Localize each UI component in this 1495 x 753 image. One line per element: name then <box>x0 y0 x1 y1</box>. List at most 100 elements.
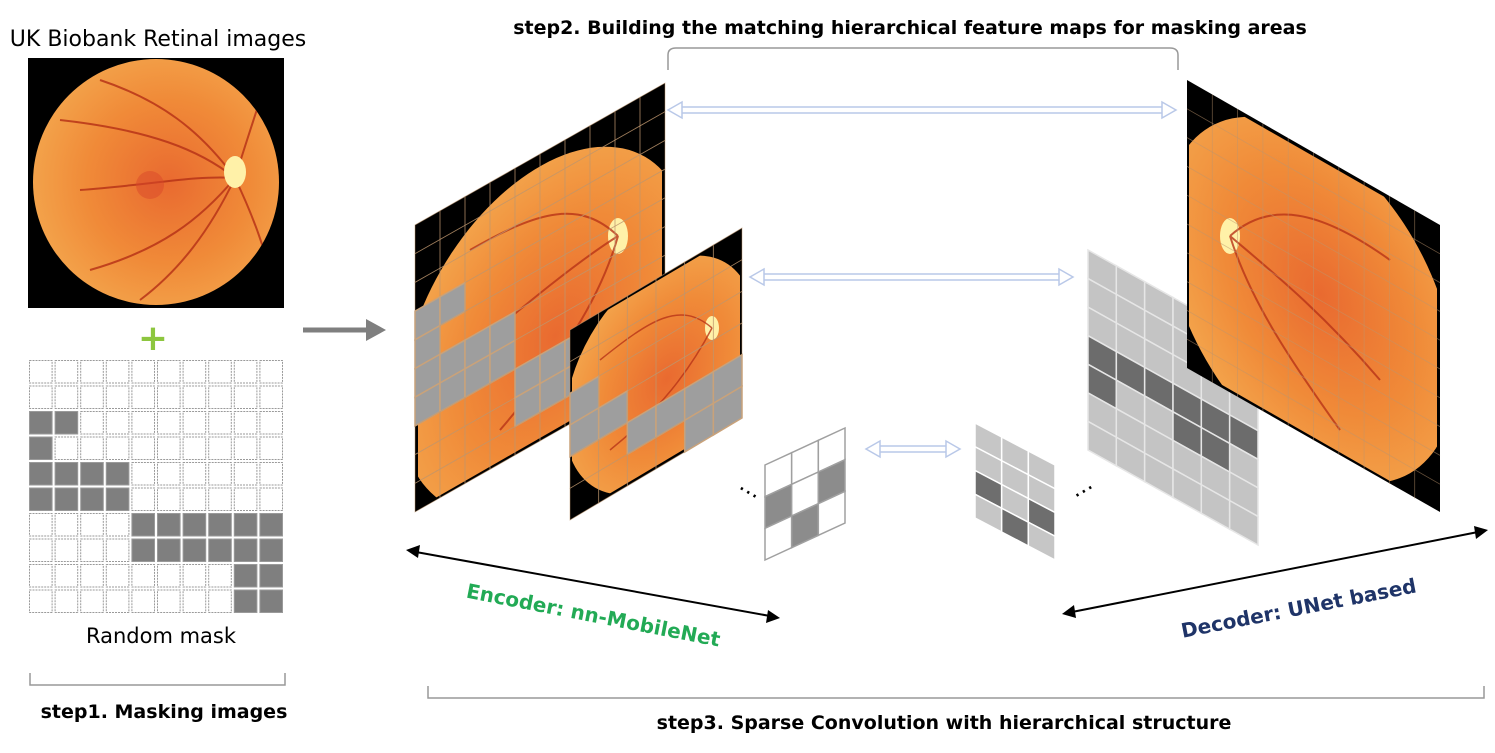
mask-cell-masked <box>131 538 155 562</box>
mask-cell-masked <box>54 487 79 511</box>
encoder-bottleneck-cell <box>817 490 846 537</box>
mask-cell <box>208 487 232 511</box>
ellipsis-left: … <box>735 472 767 505</box>
mask-cell <box>29 360 53 384</box>
mask-cell-masked <box>182 538 207 562</box>
double-arrow <box>864 439 962 459</box>
mask-cell <box>259 487 283 511</box>
mask-cell-masked <box>131 513 155 537</box>
mask-cell <box>208 411 232 435</box>
mask-cell <box>157 360 181 384</box>
mask-cell-masked <box>233 538 258 562</box>
mask-cell <box>157 436 181 460</box>
mask-cell-masked <box>29 487 53 511</box>
decoder-level1-feature-map <box>1186 80 1441 512</box>
mask-cell <box>208 385 232 409</box>
mask-cell <box>157 462 181 486</box>
encoder-label: Encoder: nn-MobileNet <box>464 579 722 652</box>
mask-cell <box>157 487 181 511</box>
mask-cell <box>54 564 79 588</box>
mask-cell <box>182 589 207 613</box>
decoder-grid-line <box>1186 223 1441 370</box>
mask-cell-masked <box>259 513 283 537</box>
step2-bracket <box>667 47 1179 70</box>
plus-sign: + <box>138 318 168 359</box>
mask-cell-masked <box>105 487 130 511</box>
mask-cell <box>29 538 53 562</box>
mask-cell <box>208 360 232 384</box>
mask-cell <box>131 385 155 409</box>
double-arrow <box>748 267 1075 287</box>
mask-cell <box>182 564 207 588</box>
decoder-bottleneck-cell <box>1027 521 1056 562</box>
mask-cell <box>29 385 53 409</box>
mask-cell <box>182 385 207 409</box>
mask-cell <box>80 385 104 409</box>
mask-cell <box>182 360 207 384</box>
mask-cell-masked <box>54 462 79 486</box>
mask-cell-masked <box>233 564 258 588</box>
ellipsis-right: … <box>1066 471 1098 504</box>
decoder-grid-line <box>1186 252 1441 399</box>
decoder-grid-line <box>1186 338 1441 485</box>
decoder-level2-cell <box>1228 499 1259 547</box>
mask-cell <box>54 538 79 562</box>
mask-cell <box>80 360 104 384</box>
mask-cell <box>233 360 258 384</box>
mask-cell <box>80 436 104 460</box>
mask-cell <box>29 589 53 613</box>
step2-label: step2. Building the matching hierarchica… <box>513 17 1307 39</box>
mask-cell <box>105 411 130 435</box>
mask-cell <box>131 564 155 588</box>
mask-cell <box>259 411 283 435</box>
mask-cell <box>131 462 155 486</box>
source-fundus-image <box>28 58 284 308</box>
mask-cell <box>233 462 258 486</box>
double-arrow <box>666 100 1178 120</box>
encoder-level2-cell <box>712 385 743 437</box>
mask-cell <box>157 564 181 588</box>
mask-cell-masked <box>208 538 232 562</box>
mask-cell <box>105 385 130 409</box>
mask-cell <box>259 385 283 409</box>
mask-cell <box>131 360 155 384</box>
step1-label: step1. Masking images <box>41 701 288 723</box>
mask-cell <box>54 360 79 384</box>
mask-cell <box>29 513 53 537</box>
random-mask-caption: Random mask <box>86 624 237 648</box>
mask-cell-masked <box>29 462 53 486</box>
mask-cell-masked <box>182 513 207 537</box>
retinal-images-title: UK Biobank Retinal images <box>10 27 306 52</box>
random-mask-grid <box>29 360 283 613</box>
mask-cell-masked <box>80 487 104 511</box>
mask-cell <box>157 385 181 409</box>
mask-cell <box>157 411 181 435</box>
mask-cell <box>259 360 283 384</box>
mask-cell <box>208 589 232 613</box>
mask-cell <box>105 436 130 460</box>
mask-cell <box>182 436 207 460</box>
mask-cell <box>131 436 155 460</box>
mask-cell-masked <box>233 589 258 613</box>
mask-cell-masked <box>54 411 79 435</box>
mask-cell <box>54 513 79 537</box>
step3-label: step3. Sparse Convolution with hierarchi… <box>657 712 1232 734</box>
step1-bracket <box>29 673 286 686</box>
mask-cell-masked <box>233 513 258 537</box>
mask-cell <box>105 589 130 613</box>
mask-cell <box>233 487 258 511</box>
mask-cell <box>80 411 104 435</box>
mask-cell <box>259 436 283 460</box>
mask-cell <box>208 436 232 460</box>
mask-cell <box>54 589 79 613</box>
step3-bracket <box>427 686 1485 699</box>
mask-cell-masked <box>208 513 232 537</box>
mask-cell <box>54 385 79 409</box>
mask-cell-masked <box>80 462 104 486</box>
mask-cell <box>54 436 79 460</box>
mask-cell <box>259 462 283 486</box>
mask-cell <box>182 411 207 435</box>
mask-cell <box>131 411 155 435</box>
input-arrow <box>303 319 386 341</box>
skip-connection-arrows <box>666 100 1178 459</box>
